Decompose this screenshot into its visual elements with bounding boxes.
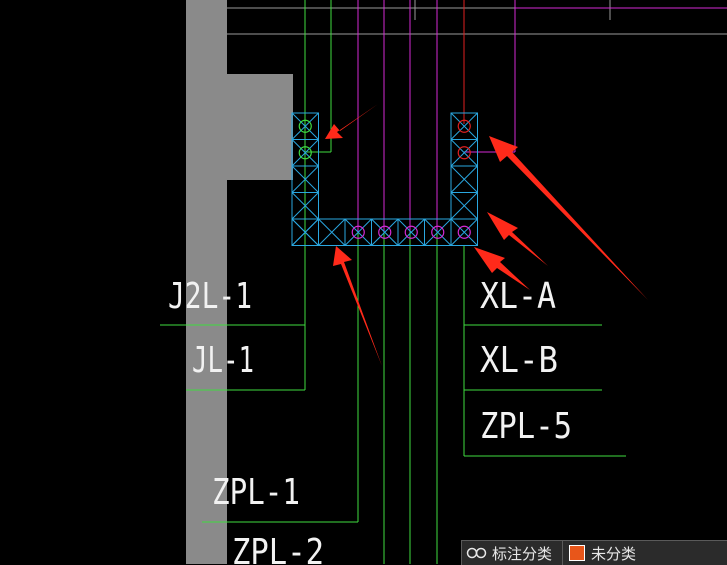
grid-cell [371, 218, 399, 246]
top-grid-lines [227, 0, 727, 35]
pipe-marker [298, 146, 312, 160]
arrow-1 [325, 104, 378, 139]
legend-label: 未分类 [591, 544, 637, 563]
labels: J2L-1 JL-1 ZPL-1 ZPL-2 XL-A XL-B ZPL-5 [168, 276, 572, 564]
grid-cell [450, 218, 478, 246]
annotation-arrows [325, 104, 648, 366]
label-jl1: JL-1 [192, 340, 254, 381]
grid-cell [450, 139, 478, 167]
label-zpl1: ZPL-1 [212, 472, 300, 513]
label-zpl2: ZPL-2 [232, 532, 324, 564]
label-xlb: XL-B [480, 340, 558, 381]
grid-cell [397, 218, 425, 246]
pipe-marker [378, 225, 392, 239]
legend-item-unclassified[interactable]: 未分类 [563, 543, 636, 564]
grid-cell [318, 218, 346, 246]
label-zpl5: ZPL-5 [480, 406, 572, 447]
pipe-marker [457, 146, 471, 160]
pipe-marker [298, 119, 312, 133]
pipe-grid[interactable] [291, 112, 478, 246]
grid-cell [291, 218, 319, 246]
divider [562, 541, 564, 565]
grid-cell [344, 218, 372, 246]
label-xla: XL-A [480, 276, 556, 317]
label-j2l1: J2L-1 [168, 276, 252, 317]
arrow-4 [487, 212, 548, 266]
wall [186, 0, 293, 564]
grid-cell [424, 218, 452, 246]
grid-cell [450, 192, 478, 220]
pipe-marker [457, 225, 471, 239]
tab-annotation-category[interactable]: 标注分类 [492, 544, 553, 563]
pipe-marker [457, 119, 471, 133]
pipe-marker [431, 225, 445, 239]
arrow-5 [474, 247, 530, 290]
grid-cell [450, 165, 478, 193]
annotation-panel: 标注分类 未分类 [461, 540, 727, 565]
arrow-2 [333, 246, 382, 366]
legend-swatch [569, 545, 586, 561]
magenta-pipes [357, 0, 727, 232]
tag-icon[interactable] [462, 546, 492, 560]
arrow-3 [489, 136, 648, 300]
pipe-marker [404, 225, 418, 239]
pipe-marker [351, 225, 365, 239]
